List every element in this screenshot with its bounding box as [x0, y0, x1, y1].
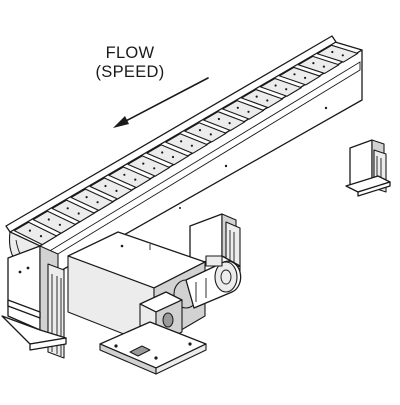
belt-slat [108, 166, 152, 189]
belt-slat [165, 133, 208, 154]
belt-slat [51, 199, 95, 223]
arrow-down-left-icon [113, 77, 209, 128]
slat-bolt [39, 235, 43, 238]
belt-slat [316, 44, 359, 63]
slat-bolt [180, 140, 183, 143]
slat-bolt [142, 162, 145, 165]
belt-slat [297, 55, 340, 75]
slat-bolt [104, 184, 107, 188]
slat-bolt [190, 144, 193, 147]
slat-bolt [236, 106, 239, 109]
slat-bolt [274, 84, 277, 87]
slat-bolt [77, 212, 80, 215]
slat-bolt [247, 110, 250, 113]
flow-label: FLOW [105, 44, 155, 62]
belt-slat [184, 122, 227, 143]
slat-bolt [28, 229, 31, 232]
slat-bolt [47, 218, 50, 221]
motor-base-plate [99, 321, 207, 375]
slat-bolt [171, 155, 175, 159]
slat-bolt [293, 73, 296, 76]
slat-bolt [331, 50, 334, 54]
belt-slat [89, 177, 133, 200]
belt-slat [241, 89, 283, 109]
slat-bolt [134, 178, 137, 181]
slat-bolt [255, 95, 258, 98]
belt-slat [203, 111, 246, 132]
slat-bolt [285, 88, 288, 91]
slat-bolt [266, 99, 269, 102]
belt-slat [146, 144, 189, 166]
slat-bolt [209, 133, 212, 136]
slat-bolt [322, 65, 325, 68]
belt-slat [259, 77, 302, 97]
slat-bolt [153, 167, 156, 170]
slat-bolt [161, 151, 164, 154]
slat-bolt [341, 54, 344, 57]
front-leg-stand [1, 245, 67, 359]
slat-bolt [85, 196, 88, 199]
slat-bolt [217, 117, 220, 121]
belt-slat [278, 66, 321, 86]
slat-bolt [58, 223, 62, 226]
rear-leg-stand [345, 139, 391, 197]
belt-slat [127, 155, 171, 177]
slat-bolt [66, 207, 69, 210]
slat-bolt [96, 201, 99, 204]
slat-bolt [228, 122, 231, 125]
belt-slats [13, 44, 359, 246]
belt-slat [70, 188, 114, 211]
slat-bolt [304, 76, 307, 79]
belt-slat [222, 100, 265, 120]
slat-bolt [312, 62, 315, 65]
belt-slat [13, 221, 58, 246]
speed-label: (SPEED) [95, 63, 165, 81]
belt-slat [32, 210, 76, 234]
slat-bolt [123, 173, 126, 176]
slat-bolt [115, 189, 118, 192]
conveyor-bed [5, 35, 363, 279]
slat-bolt [198, 129, 202, 132]
